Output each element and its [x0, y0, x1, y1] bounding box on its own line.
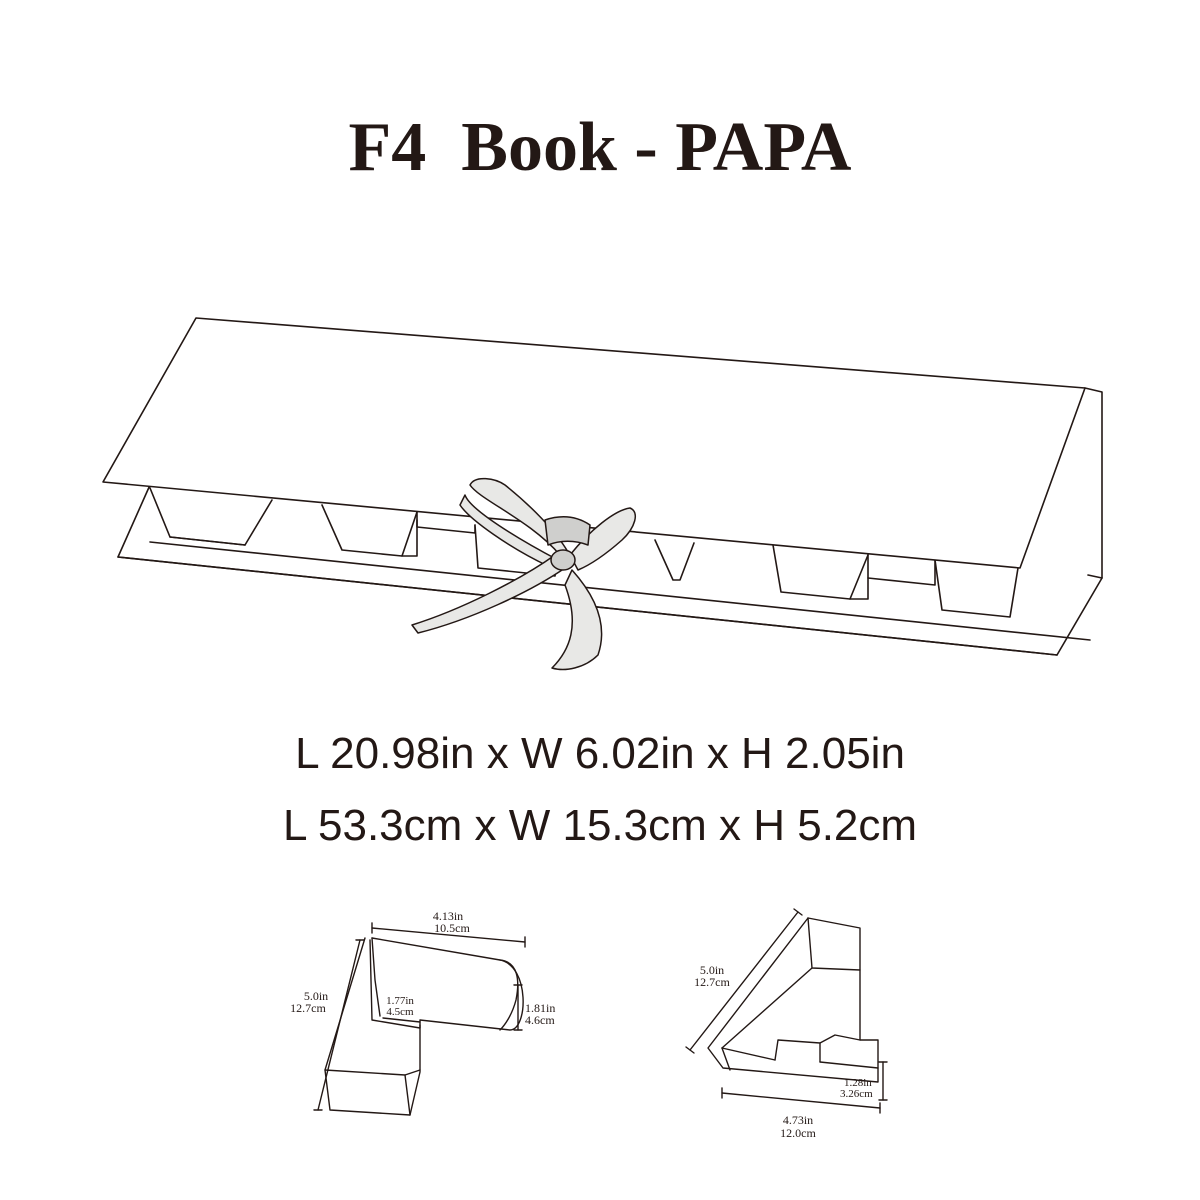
- letter-p-diagram: [313, 922, 526, 1116]
- p-height-in: 5.0in: [304, 989, 328, 1003]
- letter-a-outline: [707, 917, 879, 1083]
- page-title: F4 Book - PAPA: [348, 109, 852, 186]
- compartment-7: [934, 559, 1019, 618]
- compartment-5: [654, 539, 695, 581]
- a-foot-in: 1.28in: [844, 1077, 872, 1089]
- a-width-in: 4.73in: [783, 1113, 813, 1127]
- p-width-in: 4.13in: [433, 909, 463, 923]
- letter-p-outline: [324, 937, 421, 1116]
- box-lid: [102, 317, 1086, 569]
- p-height-cm: 12.7cm: [290, 1001, 326, 1015]
- compartment-3: [416, 519, 476, 534]
- letter-a-diagram: [685, 908, 888, 1114]
- box-base-inner-edge: [149, 541, 1091, 641]
- p-stem-in: 1.77in: [386, 995, 414, 1007]
- p-bowl-in: 1.81in: [525, 1001, 555, 1015]
- dimensions-inches: L 20.98in x W 6.02in x H 2.05in: [295, 729, 905, 778]
- letter-p-top-face: [369, 937, 524, 1031]
- p-width-cm: 10.5cm: [434, 921, 470, 935]
- a-foot-cm: 3.26cm: [840, 1088, 873, 1100]
- box-spine: [1084, 387, 1103, 579]
- p-stem-cm: 4.5cm: [386, 1006, 414, 1018]
- compartment-1: [149, 487, 273, 546]
- p-bowl-cm: 4.6cm: [525, 1013, 555, 1027]
- a-height-in: 5.0in: [700, 963, 724, 977]
- compartment-2: [321, 504, 418, 557]
- a-height-cm: 12.7cm: [694, 975, 730, 989]
- ribbon-bow-icon: [411, 477, 637, 671]
- dimensions-centimeters: L 53.3cm x W 15.3cm x H 5.2cm: [282, 801, 918, 850]
- compartment-6: [772, 544, 936, 600]
- a-width-cm: 12.0cm: [780, 1126, 816, 1140]
